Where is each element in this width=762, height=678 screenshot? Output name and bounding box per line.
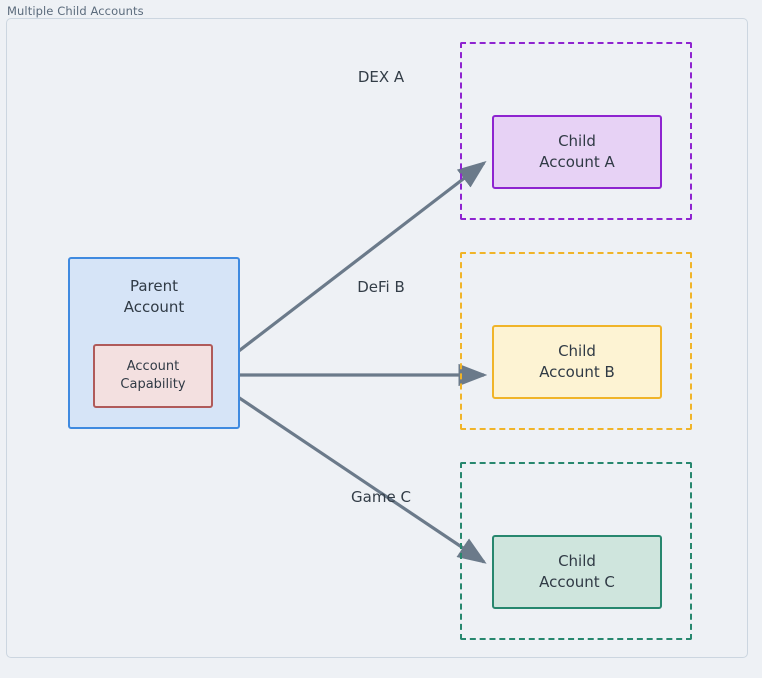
child-account-b-label-line1: Child <box>558 342 596 361</box>
frame-title: Multiple Child Accounts <box>7 4 144 18</box>
account-capability-node[interactable]: Account Capability <box>93 344 213 408</box>
group-box-defi-b <box>460 252 692 430</box>
group-label-dex-a: DEX A <box>357 68 405 86</box>
child-account-c-node[interactable]: Child Account C <box>492 535 662 609</box>
child-account-b-label-line2: Account B <box>539 363 615 381</box>
child-account-c-label-line2: Account C <box>539 573 615 591</box>
child-account-a-label-line2: Account A <box>539 153 615 171</box>
account-capability-label-line1: Account <box>126 359 180 375</box>
account-capability-label-line2: Capability <box>120 377 186 392</box>
child-account-a-node[interactable]: Child Account A <box>492 115 662 189</box>
group-label-defi-b: DeFi B <box>357 278 405 296</box>
group-box-dex-a <box>460 42 692 220</box>
parent-account-label-line1: Parent <box>129 277 179 295</box>
group-label-game-c: Game C <box>351 488 411 506</box>
child-account-c-label-line1: Child <box>558 552 596 571</box>
child-account-b-node[interactable]: Child Account B <box>492 325 662 399</box>
parent-account-label-line2: Account <box>123 297 185 316</box>
group-box-game-c <box>460 462 692 640</box>
child-account-a-label-line1: Child <box>558 132 596 151</box>
